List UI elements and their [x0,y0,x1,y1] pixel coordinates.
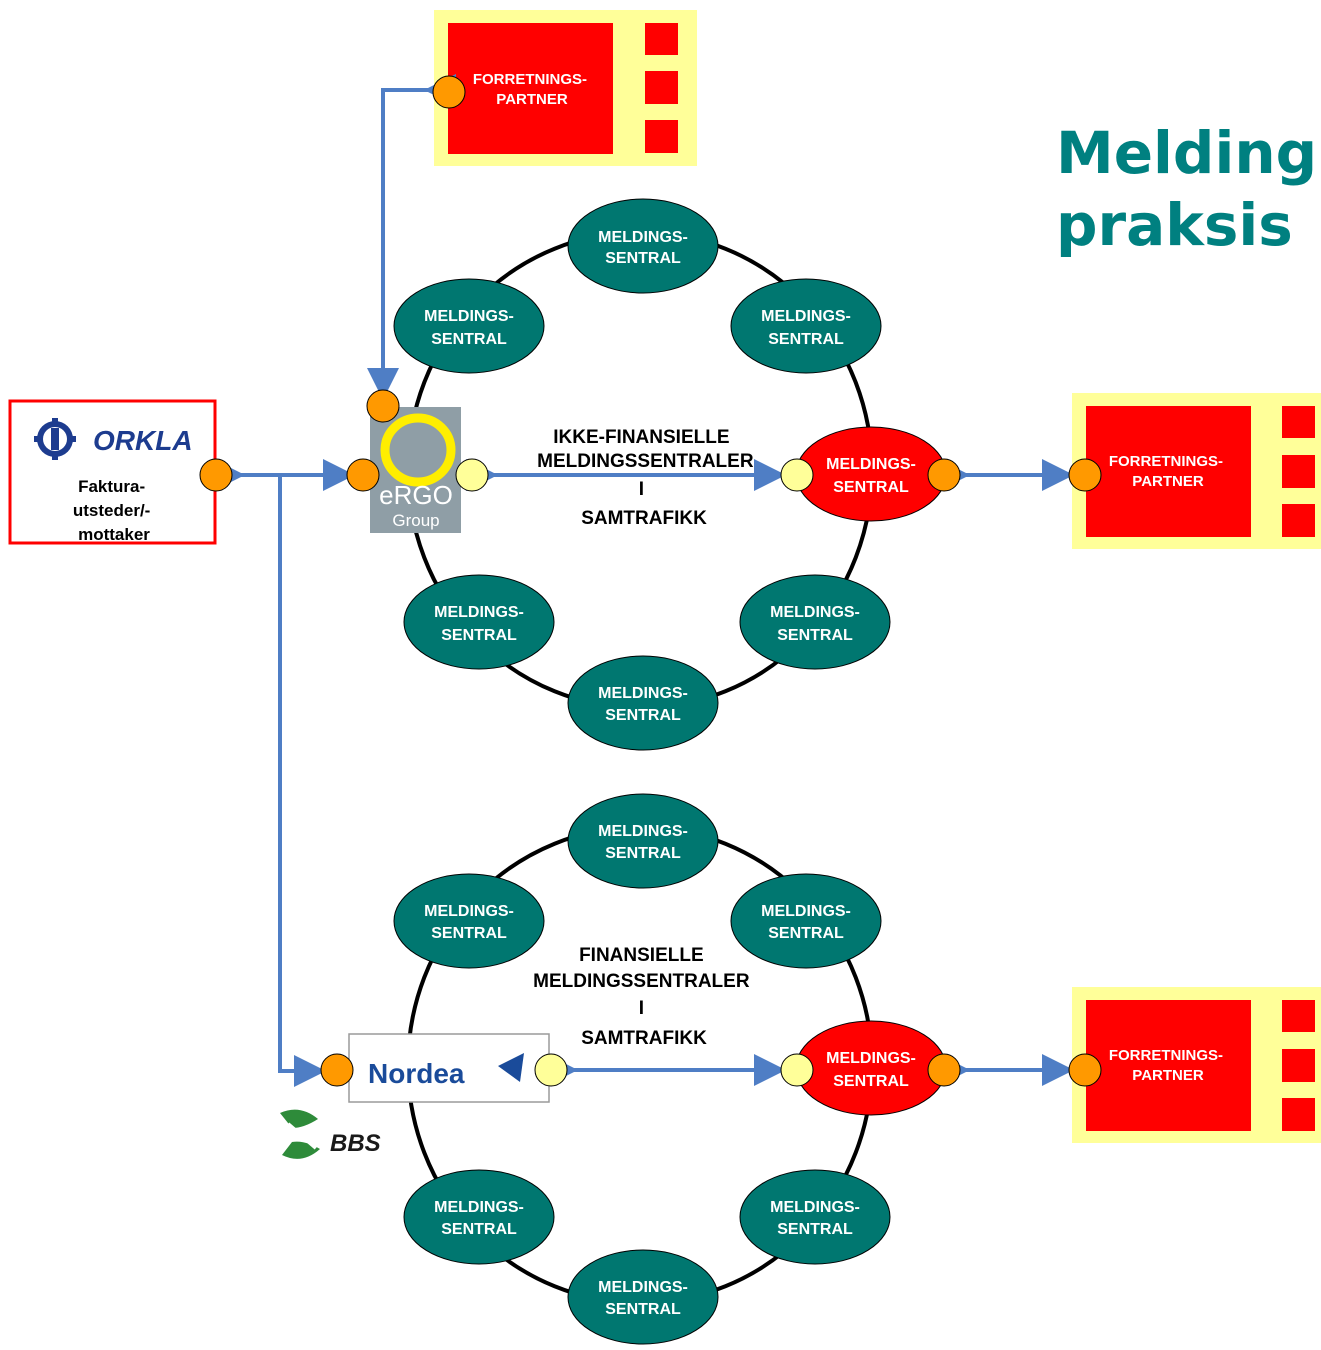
orkla-gear-logo [34,418,76,460]
ergo-group-logo: eRGO Group [370,407,461,533]
link-top-partner-ergo [367,74,456,400]
svg-text:FORRETNINGS- PARTNER: FORRETNINGS- PARTNER [1109,453,1227,490]
svg-text:Faktura- utsteder/-: Faktura- utsteder/- mottaker [73,477,155,544]
port-orange [1068,458,1102,492]
port-orange [432,75,466,109]
svg-text:FORRETNINGS- PARTNER: FORRETNINGS- PARTNER [1109,1047,1227,1084]
sentral-node: MELDINGS-SENTRAL [403,1169,555,1265]
partner-card-bottom: FORRETNINGS- PARTNER [1072,987,1321,1143]
sentral-node: MELDINGS-SENTRAL [739,574,891,670]
orkla-brand: ORKLA [93,425,193,456]
sentral-node: MELDINGS-SENTRAL [739,1169,891,1265]
ring-caption-top: IKKE-FINANSIELLE MELDINGSSENTRALER I SAM… [537,427,759,529]
svg-text:FORRETNINGS- PARTNER: FORRETNINGS- PARTNER [473,71,591,108]
orange-ports [199,75,1102,1087]
bbs-brand: BBS [330,1130,381,1157]
orkla-role-line3: mottaker [78,525,150,544]
bbs-logo: BBS [280,1109,381,1159]
sentral-node-active: MELDINGS-SENTRAL [795,1020,947,1116]
link-orkla-nordea [278,475,326,1087]
svg-text:MELDINGS-SENTRAL: MELDINGS-SENTRAL [424,308,514,348]
orkla-box: ORKLA Faktura- utsteder/- mottaker [8,399,217,545]
page-title-line2: praksis [1056,191,1293,259]
sentral-node: MELDINGS-SENTRAL [567,1249,719,1345]
sentral-node-active: MELDINGS-SENTRAL [795,426,947,522]
partner-label-line1: FORRETNINGS- [473,71,587,88]
ring-caption-bottom: FINANSIELLE MELDINGSSENTRALER I SAMTRAFI… [533,945,755,1049]
sentral-node: MELDINGS-SENTRAL [567,655,719,751]
sentral-node: MELDINGS-SENTRAL [403,574,555,670]
sentral-node: MELDINGS-SENTRAL [730,873,882,969]
sentral-node: MELDINGS-SENTRAL [567,793,719,889]
connectors [213,74,1074,1087]
svg-text:MELDINGS-SENTRAL: MELDINGS-SENTRAL [826,1050,916,1090]
svg-text:MELDINGS-SENTRAL: MELDINGS-SENTRAL [598,229,688,267]
partner-label-line1: FORRETNINGS- [1109,453,1223,470]
port-orange [346,458,380,492]
port-pale [455,458,489,492]
partner-label-line2: PARTNER [1132,1067,1204,1084]
svg-text:MELDINGS-SENTRAL: MELDINGS-SENTRAL [761,903,851,942]
nordea-brand: Nordea [368,1058,465,1089]
svg-text:MELDINGS-SENTRAL: MELDINGS-SENTRAL [434,604,524,644]
nordea-logo: Nordea [348,1033,550,1103]
port-orange [927,1053,961,1087]
partner-label-line2: PARTNER [1132,473,1204,490]
svg-text:MELDINGS-SENTRAL: MELDINGS-SENTRAL [826,456,916,496]
ergo-brand: eRGO [379,480,453,510]
svg-text:MELDINGS-SENTRAL: MELDINGS-SENTRAL [598,685,688,724]
port-orange [320,1053,354,1087]
svg-text:MELDINGS-SENTRAL: MELDINGS-SENTRAL [424,903,514,942]
partner-card-top: FORRETNINGS- PARTNER [434,10,697,166]
port-pale [534,1053,568,1087]
ergo-sub: Group [392,511,439,530]
orkla-role-line1: Faktura- [78,477,145,496]
sentral-node: MELDINGS-SENTRAL [393,278,545,374]
partner-label-line1: FORRETNINGS- [1109,1047,1223,1064]
svg-text:MELDINGS-SENTRAL: MELDINGS-SENTRAL [761,308,851,348]
svg-text:MELDINGS-SENTRAL: MELDINGS-SENTRAL [770,1199,860,1238]
partner-label-line2: PARTNER [496,91,568,108]
orkla-role-line2: utsteder/- [73,501,150,520]
svg-text:MELDINGS-SENTRAL: MELDINGS-SENTRAL [434,1199,524,1238]
port-pale [780,1053,814,1087]
port-pale [780,458,814,492]
pale-ports [455,458,814,1087]
sentral-node: MELDINGS-SENTRAL [393,873,545,969]
port-orange [199,458,233,492]
port-orange [1068,1053,1102,1087]
page-title-line1: Melding [1056,119,1318,187]
sentral-node: MELDINGS-SENTRAL [567,198,719,294]
port-orange [927,458,961,492]
svg-text:MELDINGS-SENTRAL: MELDINGS-SENTRAL [598,1279,688,1318]
sentral-node: MELDINGS-SENTRAL [730,278,882,374]
svg-text:MELDINGS-SENTRAL: MELDINGS-SENTRAL [598,823,688,862]
port-orange [366,389,400,423]
partner-card-middle: FORRETNINGS- PARTNER [1072,393,1321,549]
svg-text:MELDINGS-SENTRAL: MELDINGS-SENTRAL [770,604,860,644]
